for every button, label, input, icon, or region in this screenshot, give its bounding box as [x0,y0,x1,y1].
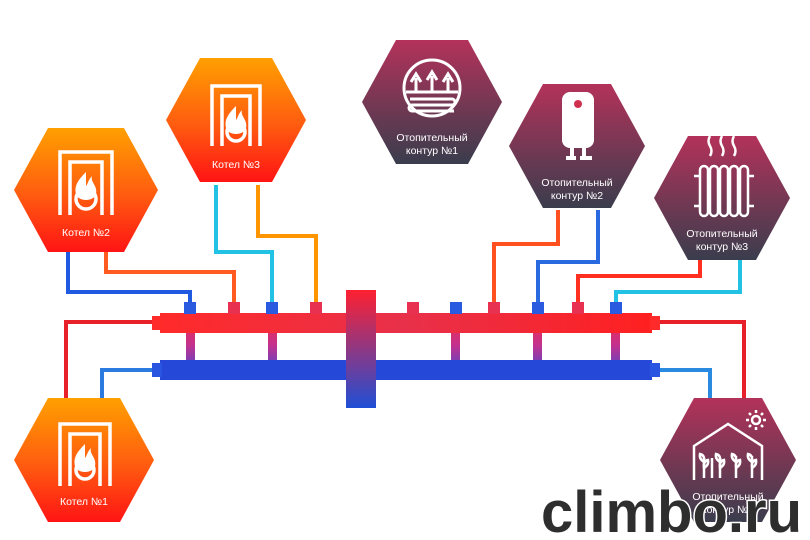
supply-header-cap-right [650,316,660,330]
return-header [160,360,652,380]
radiator-icon [694,135,754,218]
hexagon [362,40,502,164]
bridge-4 [533,312,542,380]
boiler2-label: Котел №2 [62,227,110,239]
boiler-flame-icon [210,84,262,146]
circuit1-label-line2: контур №1 [406,145,458,157]
watermark: climbo.ru [541,480,802,540]
connection-pipes [64,165,746,400]
pipe-circuit4-supply [654,320,746,400]
boiler1-label: Котел №1 [60,496,108,508]
node-circuit3: Отопительный контур №3 [654,135,790,260]
water-heater-icon [562,92,594,160]
boiler3-label: Котел №3 [212,159,260,171]
greenhouse-icon [692,410,766,480]
nozzle [572,302,584,314]
node-boiler2: Котел №2 [14,128,158,252]
pipe-circuit3-return [614,258,742,312]
supply-header [160,313,652,333]
pipe-boiler3-supply [256,185,318,312]
nozzle [532,302,544,314]
pipe-boiler1-return [100,368,156,398]
hexagon [660,398,796,522]
pipe-boiler3-return [214,185,274,312]
bridge-1 [186,312,195,380]
pipe-circuit2-supply [492,210,560,312]
underfloor-heating-icon [402,58,462,118]
supply-header-cap-left [152,316,162,330]
pipe-boiler1-supply [64,320,156,398]
nozzle [488,302,500,314]
node-boiler1: Котел №1 [14,398,154,522]
circuit1-label-line1: Отопительный [396,132,467,144]
pipe-boiler2-return [66,250,192,312]
hydraulic-separator [346,290,376,408]
nozzle [228,302,240,314]
node-boiler3: Котел №3 [166,58,306,182]
pipe-circuit3-supply [576,258,702,312]
circuit3-label-line1: Отопительный [686,228,757,240]
circuit4-label-line1: Отопительный [692,491,763,503]
nozzle [610,302,622,314]
nozzle [407,302,419,314]
return-header-cap-left [152,363,162,377]
circuit3-label-line2: контур №3 [696,241,748,253]
hexagon [654,136,790,260]
nozzle [450,302,462,314]
node-circuit2: Отопительный контур №2 [509,84,645,208]
return-header-cap-right [650,363,660,377]
node-circuit1: Отопительный контур №1 [362,40,502,164]
circuit2-label-line2: контур №2 [551,190,603,202]
bridge-3 [451,312,460,380]
nozzle [310,302,322,314]
boiler-flame-icon [58,150,114,215]
pipe-boiler2-supply [104,250,236,312]
boiler-flame-icon [58,422,112,486]
pipe-circuit4-return [654,368,712,400]
nozzle [184,302,196,314]
node-circuit4: Отопительный контур №4 [660,398,796,522]
nozzle [266,302,278,314]
pipe-circuit2-return [536,210,600,312]
bridge-5 [611,312,620,380]
manifold [152,290,660,408]
bridge-2 [268,312,277,380]
circuit2-label-line1: Отопительный [541,177,612,189]
circuit4-label-line2: контур №4 [702,504,754,516]
